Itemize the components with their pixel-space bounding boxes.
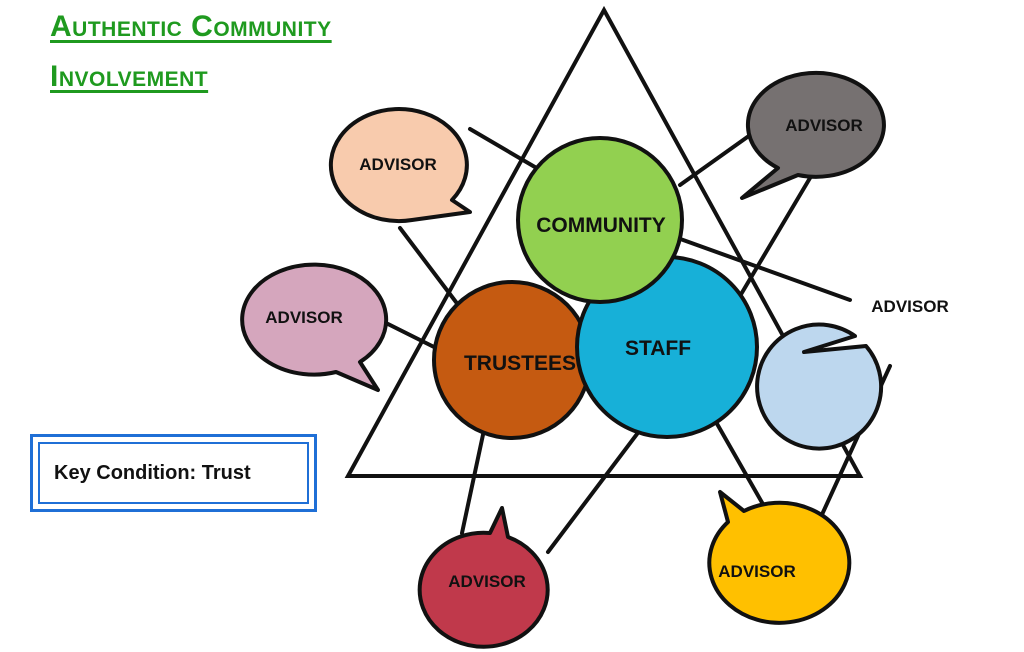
- advisor-bubble-top-right: ADVISOR: [740, 70, 886, 200]
- connector-line: [460, 428, 486, 535]
- key-condition-text: Key Condition: Trust: [38, 442, 309, 504]
- staff-label: STAFF: [625, 337, 691, 360]
- key-condition-box: Key Condition: Trust: [30, 434, 317, 512]
- connector-line: [678, 126, 762, 187]
- advisor-bubble-bottom-left: ADVISOR: [417, 506, 550, 649]
- connector-line: [468, 127, 542, 172]
- advisor-bubble-shape: [707, 490, 852, 625]
- advisor-label: ADVISOR: [265, 308, 342, 327]
- community-label: COMMUNITY: [536, 214, 666, 237]
- core-circle-community: COMMUNITY: [516, 136, 684, 304]
- advisor-label: ADVISOR: [448, 572, 525, 591]
- advisor-bubble-shape: [740, 70, 886, 200]
- connector-line: [670, 234, 852, 302]
- core-circle-staff: STAFF: [575, 255, 759, 439]
- connector-line: [710, 413, 766, 508]
- advisor-bubble-shape: [240, 262, 389, 392]
- advisor-bubble-left: ADVISOR: [240, 262, 389, 392]
- advisor-label: ADVISOR: [359, 155, 436, 174]
- advisor-bubble-shape: [328, 107, 472, 224]
- advisor-bubble-bottom-right: ADVISOR: [707, 490, 852, 625]
- connector-line: [738, 176, 812, 298]
- connector-line: [398, 226, 464, 312]
- advisor-label: ADVISOR: [785, 116, 862, 135]
- advisor-bubble-top-left: ADVISOR: [328, 107, 472, 224]
- page-title: Authentic Community Involvement: [50, 2, 332, 102]
- connector-line: [546, 428, 642, 554]
- core-circle-trustees: TRUSTEES: [432, 280, 592, 440]
- community-circle: [516, 136, 684, 304]
- title-line-1: Authentic Community: [50, 10, 332, 43]
- advisor-label: ADVISOR: [871, 297, 948, 316]
- trustees-label: TRUSTEES: [464, 352, 576, 375]
- advisor-bubble-shape: [755, 322, 884, 451]
- advisor-bubble-shape: [417, 506, 550, 649]
- advisor-label: ADVISOR: [718, 562, 795, 581]
- title-line-2: Involvement: [50, 60, 209, 93]
- advisor-bubble-right: ADVISOR: [755, 297, 949, 451]
